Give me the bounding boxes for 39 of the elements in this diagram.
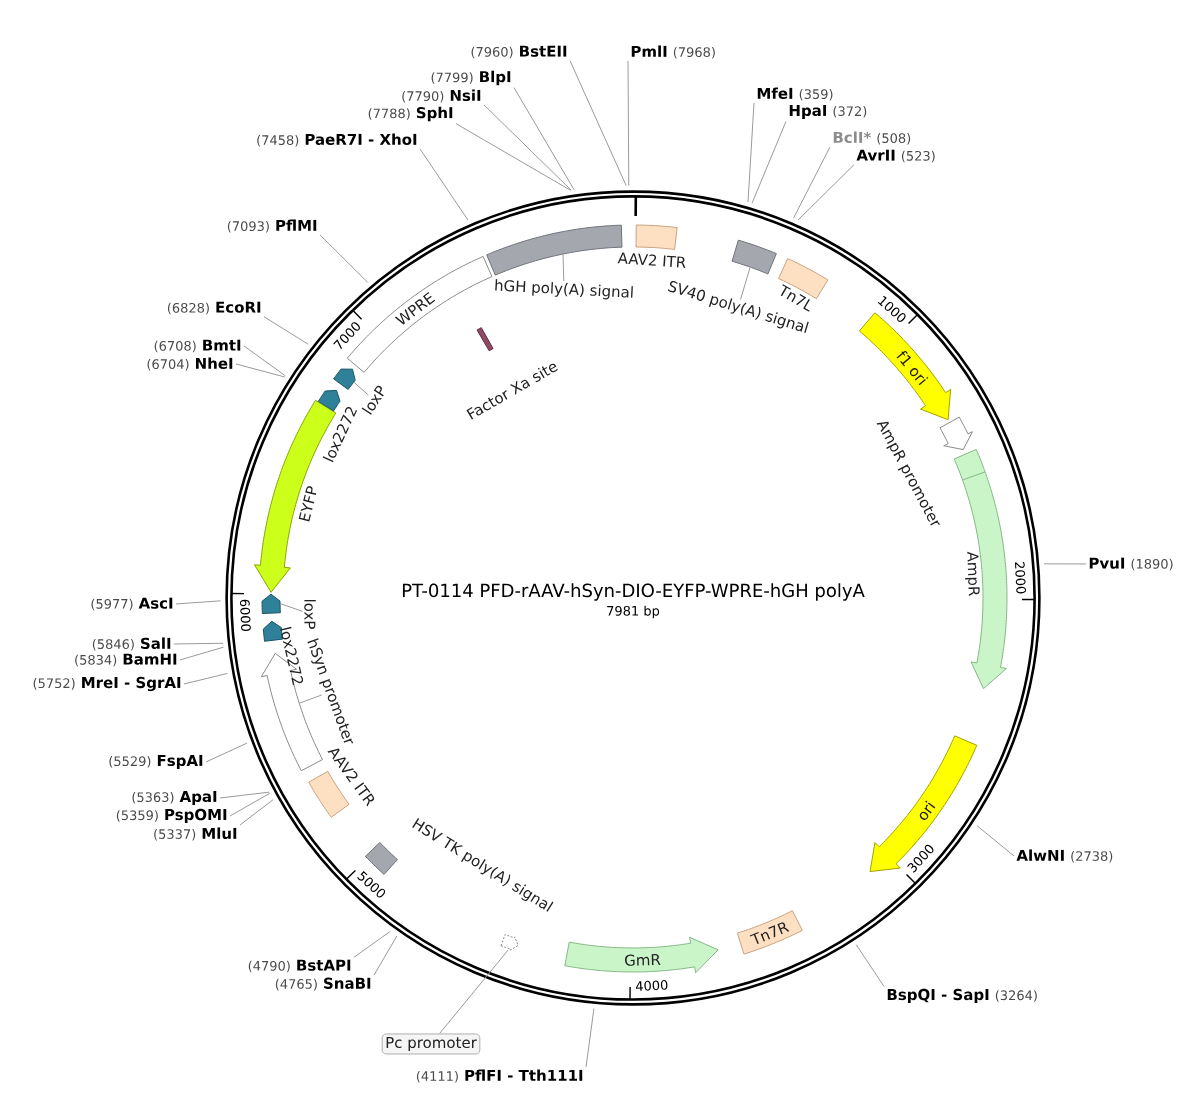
- leader-line: [235, 363, 286, 378]
- feature-marker: [500, 934, 519, 951]
- leader-line: [793, 146, 831, 219]
- leader-line: [263, 316, 309, 345]
- leader-line: [513, 87, 575, 191]
- leader-line: [585, 1008, 595, 1068]
- leader-line: [627, 60, 630, 187]
- leader-line: [455, 123, 572, 191]
- leader-line: [439, 949, 509, 1035]
- leader-line: [319, 234, 369, 283]
- leader-line: [483, 104, 572, 191]
- leader-line: [279, 603, 304, 612]
- leader-line: [740, 267, 751, 300]
- feature-marker: [333, 368, 356, 390]
- leader-line: [179, 646, 225, 661]
- leader-line: [747, 102, 755, 203]
- leader-line: [299, 694, 323, 704]
- feature-box: [731, 239, 777, 275]
- leader-line: [353, 381, 369, 396]
- leader-line: [243, 345, 286, 377]
- leader-line: [797, 164, 855, 221]
- leader-line: [183, 672, 229, 685]
- leader-line: [1043, 563, 1087, 565]
- title: PT-0114 PFD-rAAV-hSyn-DIO-EYFP-WPRE-hGH polyA: [402, 583, 865, 601]
- leader-line: [239, 799, 274, 826]
- leader-line: [205, 742, 248, 763]
- leader-line: [419, 148, 469, 221]
- leader-line: [175, 600, 222, 605]
- leader-line: [219, 791, 270, 799]
- leader-line: [173, 642, 224, 645]
- leader-line: [562, 253, 565, 282]
- leader-line: [976, 825, 1015, 857]
- leader-line: [229, 792, 271, 817]
- leader-line: [569, 60, 627, 187]
- leader-line: [751, 120, 787, 204]
- leader-line: [855, 944, 885, 987]
- leader-line: [373, 935, 398, 976]
- feature-marker: [261, 593, 281, 614]
- leader-line: [353, 930, 391, 958]
